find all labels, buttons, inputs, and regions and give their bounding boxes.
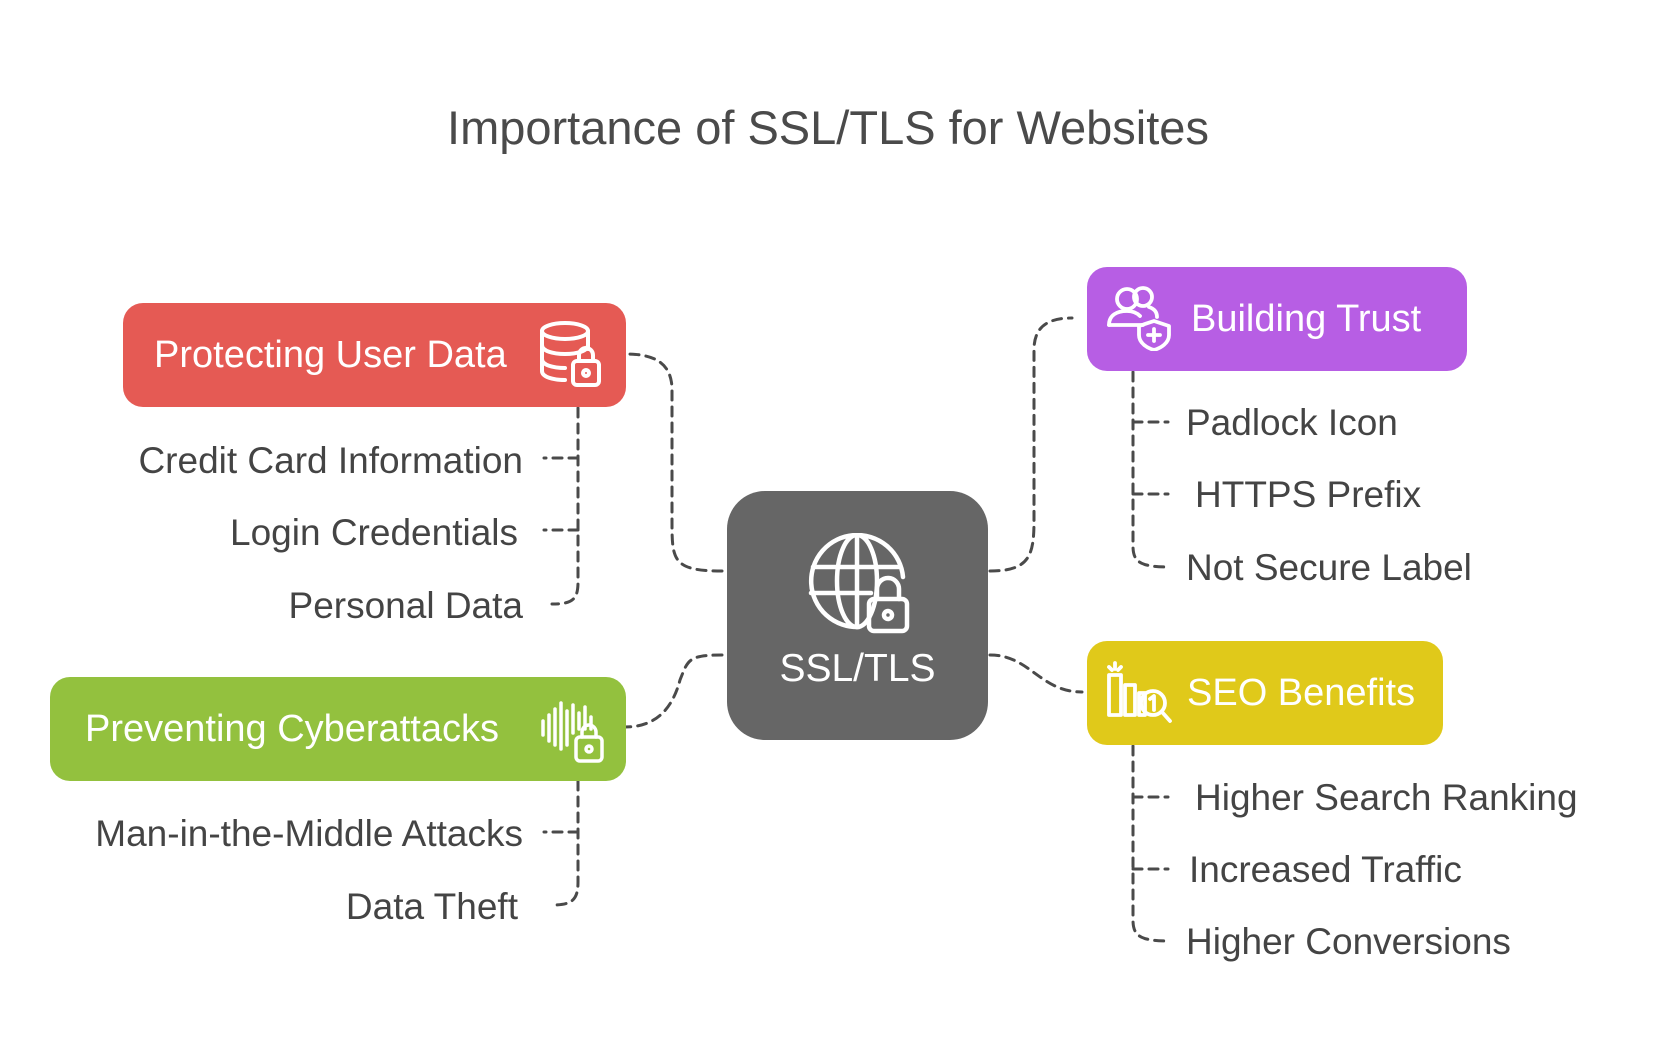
connector-center-trust — [988, 316, 1074, 573]
database-lock-icon — [540, 321, 601, 387]
leaf-not-secure-label: Not Secure Label — [1186, 547, 1472, 588]
branch-protecting-user-data: Protecting User Data — [123, 303, 626, 407]
users-shield-icon — [1107, 286, 1171, 351]
leaf-higher-search-ranking: Higher Search Ranking — [1195, 777, 1578, 818]
leaf-padlock-icon: Padlock Icon — [1186, 402, 1398, 443]
branch-label: SEO Benefits — [1187, 672, 1416, 714]
connector-center-seo — [988, 653, 1084, 694]
page-title: Importance of SSL/TLS for Websites — [447, 101, 1209, 154]
center-node-ssl-tls: SSL/TLS — [727, 491, 988, 740]
leaf-man-in-the-middle-attacks: Man-in-the-Middle Attacks — [95, 813, 523, 854]
leaf-personal-data: Personal Data — [288, 585, 523, 626]
chart-search-icon — [1107, 661, 1172, 723]
center-label: SSL/TLS — [779, 647, 936, 690]
globe-lock-icon — [808, 533, 910, 634]
branch-seo-benefits: SEO Benefits — [1087, 641, 1443, 745]
tree-protecting — [550, 406, 580, 606]
tree-trust — [1131, 370, 1172, 569]
branch-building-trust: Building Trust — [1087, 267, 1467, 371]
branch-preventing-cyberattacks: Preventing Cyberattacks — [50, 677, 626, 781]
tree-seo — [1131, 744, 1172, 943]
soundwave-lock-icon — [541, 701, 604, 763]
leaf-higher-conversions: Higher Conversions — [1186, 921, 1511, 962]
branch-label: Protecting User Data — [154, 334, 507, 376]
leaf-https-prefix: HTTPS Prefix — [1195, 474, 1422, 515]
leaf-increased-traffic: Increased Traffic — [1189, 849, 1462, 890]
leaf-login-credentials: Login Credentials — [230, 512, 518, 553]
leaf-credit-card-information: Credit Card Information — [138, 440, 523, 481]
branch-label: Building Trust — [1191, 298, 1422, 340]
branch-label: Preventing Cyberattacks — [85, 708, 499, 750]
connector-center-protecting — [623, 352, 724, 573]
leaf-data-theft: Data Theft — [345, 886, 518, 927]
connector-center-preventing — [623, 653, 724, 729]
tree-preventing — [550, 779, 580, 907]
